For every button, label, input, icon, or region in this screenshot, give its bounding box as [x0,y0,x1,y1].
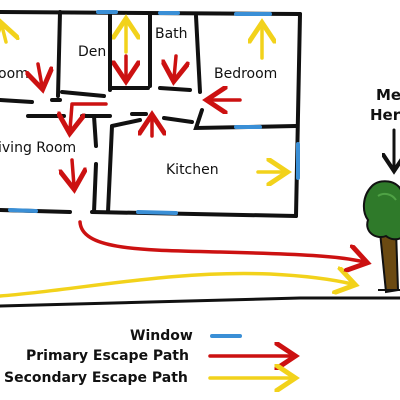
meeting-point-label-line2: Her [370,106,400,124]
primary-arrow-living [72,158,74,186]
hall-lower-wall [26,112,148,118]
primary-arrow-bedroom-left [38,62,42,86]
windows [8,10,300,215]
tree-icon [362,180,400,294]
secondary-arrow-living-ground [0,273,352,298]
legend-label-primary: Primary Escape Path [26,348,189,364]
room-label-bath: Bath [155,26,188,42]
room-label-living-room: iving Room [0,140,76,156]
secondary-escape-paths [0,22,352,298]
tree-canopy [362,180,400,241]
walls [0,10,302,218]
primary-arrow-bath [174,54,176,78]
right-wall [294,12,302,218]
bedroom-left-wall [194,14,202,94]
meeting-point-label-line1: Me [376,86,400,104]
window-kitchen-bottom [136,210,178,215]
hall-wall-top-left [0,98,62,104]
room-label-bedroom-left: oom [0,66,29,82]
tree-canopy-highlight [377,192,397,201]
bath-bottom-wall [110,86,192,92]
primary-arrow-to-tree [78,220,364,262]
room-label-den: Den [78,44,106,60]
room-label-bedroom-right: Bedroom [214,66,277,82]
ground-line [0,296,400,308]
legend-label-secondary: Secondary Escape Path [4,370,188,386]
legend: Window Primary Escape Path Secondary Esc… [4,328,292,386]
living-right-wall [92,114,98,214]
primary-arrow-hall [70,102,108,130]
room-label-kitchen: Kitchen [166,162,219,178]
legend-label-window: Window [130,328,193,344]
kitchen-top-wall [106,116,194,214]
bedroom-bottom-wall [193,108,298,131]
window-living-bottom [8,208,38,213]
den-left-wall [56,10,62,98]
secondary-arrow-bedroom-left [2,26,6,42]
den-bottom-wall [60,90,106,98]
primary-escape-paths [38,54,364,262]
